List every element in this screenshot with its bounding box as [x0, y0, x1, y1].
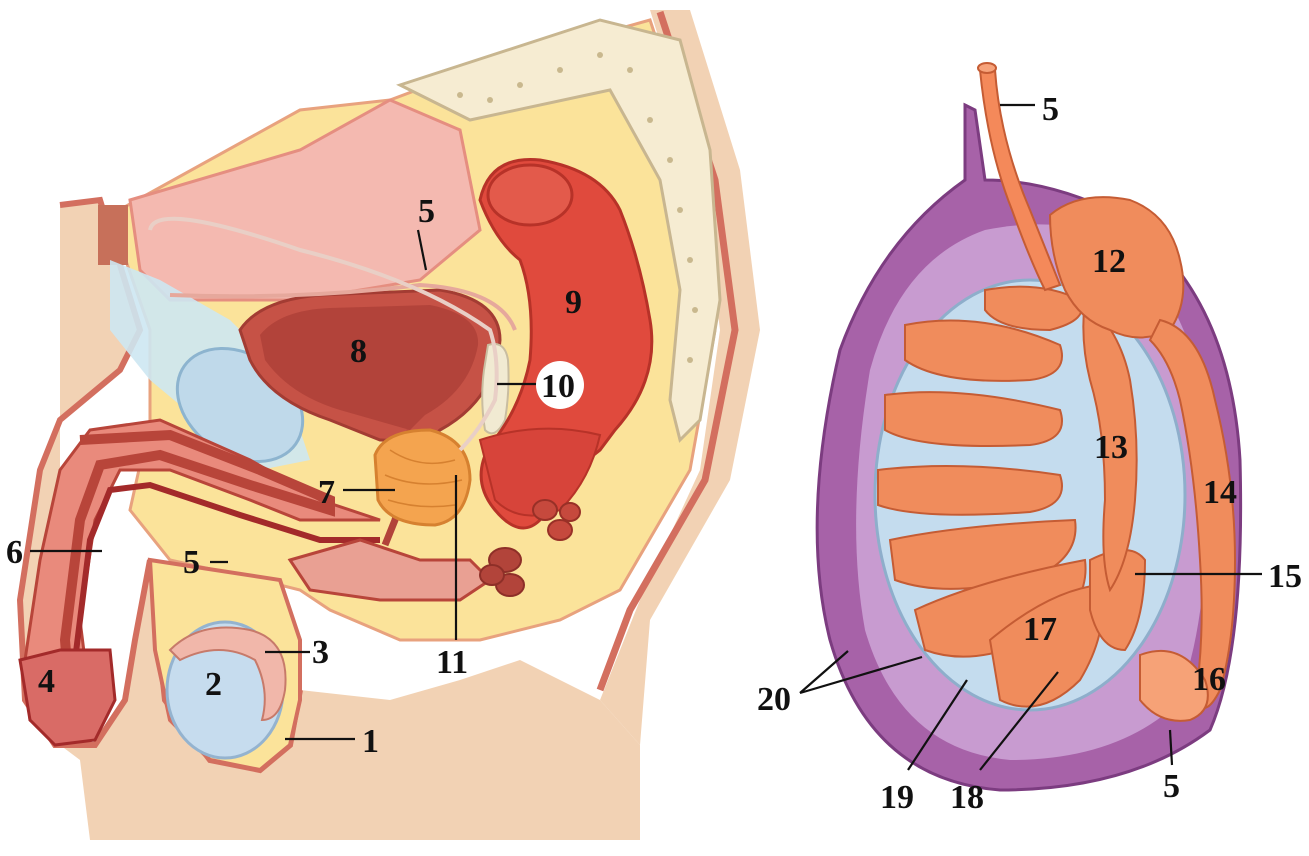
- label-4-glans: 4: [38, 663, 55, 700]
- label-2-testis: 2: [205, 666, 222, 703]
- label-1-scrotum: 1: [362, 723, 379, 760]
- label-20-tunica-vaginalis: 20: [757, 681, 791, 718]
- label-17-lobule: 17: [1023, 611, 1057, 648]
- label-9-rectum: 9: [565, 284, 582, 321]
- label-15-efferent-ducts: 15: [1268, 558, 1302, 595]
- label-19-tunica-albuginea: 19: [880, 779, 914, 816]
- label-5-bladder-top: 5: [418, 193, 435, 230]
- label-6-urethra: 6: [6, 534, 23, 571]
- label-5-vas-top: 5: [1042, 91, 1059, 128]
- label-18-seminiferous-tubule: 18: [950, 779, 984, 816]
- label-8-bladder: 8: [350, 333, 367, 370]
- rectus-muscle: [98, 205, 128, 265]
- glans: [20, 650, 115, 745]
- rectum-lumen: [488, 165, 572, 225]
- label-5-vas-deferens: 5: [183, 544, 200, 581]
- label-10-seminal-vesicle: 10: [541, 368, 575, 405]
- vas-deferens-lumen: [978, 63, 996, 73]
- label-7-prostate: 7: [318, 474, 335, 511]
- testis-section: [817, 63, 1240, 790]
- sagittal-section: [20, 10, 760, 840]
- label-13-rete-testis: 13: [1094, 429, 1128, 466]
- label-12-epididymis-head: 12: [1092, 243, 1126, 280]
- label-11-ejaculatory-duct: 11: [436, 644, 468, 681]
- label-16-epididymis-tail: 16: [1192, 661, 1226, 698]
- label-14-epididymis-body: 14: [1203, 474, 1237, 511]
- label-5-vas-bottom: 5: [1163, 768, 1180, 805]
- label-3-epididymis: 3: [312, 634, 329, 671]
